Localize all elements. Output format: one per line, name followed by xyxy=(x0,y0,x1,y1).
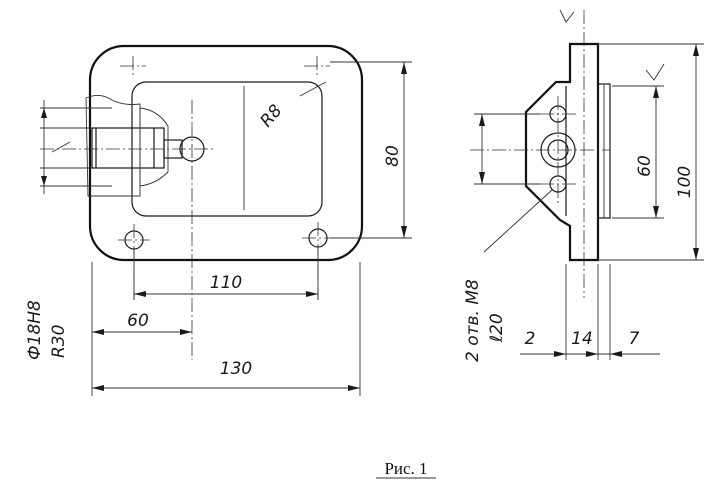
dim-diameter-18h8: Ф18Н8 xyxy=(25,300,45,360)
dim-100: 100 xyxy=(675,166,695,198)
dim-r8: R8 xyxy=(257,101,287,131)
dim-r30: R30 xyxy=(49,325,69,358)
dim-60-side: 60 xyxy=(635,155,655,177)
dim-holes-m8: 2 отв. М8 xyxy=(463,279,483,362)
dim-7: 7 xyxy=(629,329,640,349)
dim-14: 14 xyxy=(571,329,593,349)
dim-80: 80 xyxy=(383,145,403,167)
dim-60: 60 xyxy=(127,311,149,331)
front-view: 80 R8 110 60 130 Ф18Н8 R30 xyxy=(25,44,412,396)
dim-2: 2 xyxy=(525,329,536,349)
plate-outline xyxy=(88,44,364,262)
dim-l20: ℓ20 xyxy=(487,313,507,343)
side-view: 60 100 2 отв. М8 ℓ20 2 14 7 xyxy=(463,9,704,362)
dim-130: 130 xyxy=(220,359,252,379)
side-plate xyxy=(524,42,600,262)
figure-caption: Рис. 1 xyxy=(384,459,427,478)
bolt-section xyxy=(40,95,214,197)
dim-110: 110 xyxy=(210,273,242,293)
